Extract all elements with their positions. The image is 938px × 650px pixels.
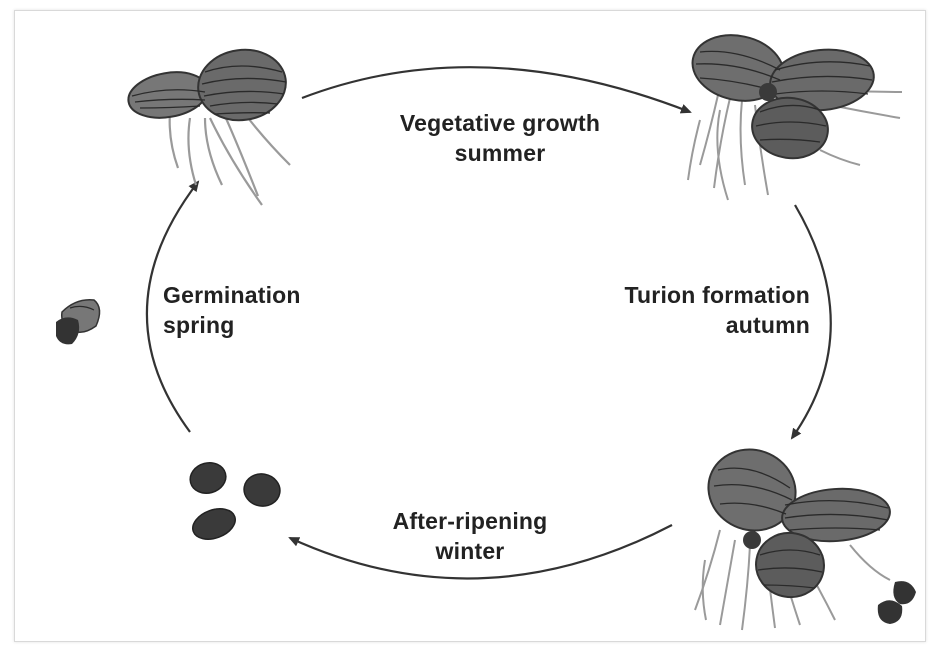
stage-label-winter-line2: winter [335, 536, 605, 566]
stage-label-autumn-line2: autumn [540, 310, 810, 340]
stage-label-summer-line1: Vegetative growth [350, 108, 650, 138]
stage-label-winter-line1: After-ripening [335, 506, 605, 536]
stage-label-summer-line2: summer [350, 138, 650, 168]
stage-label-winter: After-ripening winter [335, 506, 605, 566]
stage-label-spring-line2: spring [163, 310, 383, 340]
stage-label-autumn-line1: Turion formation [540, 280, 810, 310]
winter-plant-illustration [695, 437, 916, 630]
germinating-turion-illustration [56, 300, 100, 345]
stage-label-spring: Germination spring [163, 280, 383, 340]
stage-label-autumn: Turion formation autumn [540, 280, 810, 340]
autumn-plant-illustration [686, 27, 902, 200]
arrow-summer-to-autumn [302, 67, 690, 112]
summer-plant-illustration [125, 44, 291, 205]
stage-label-summer: Vegetative growth summer [350, 108, 650, 168]
stage-label-spring-line1: Germination [163, 280, 383, 310]
roots [170, 112, 290, 205]
turions-illustration [187, 459, 283, 545]
